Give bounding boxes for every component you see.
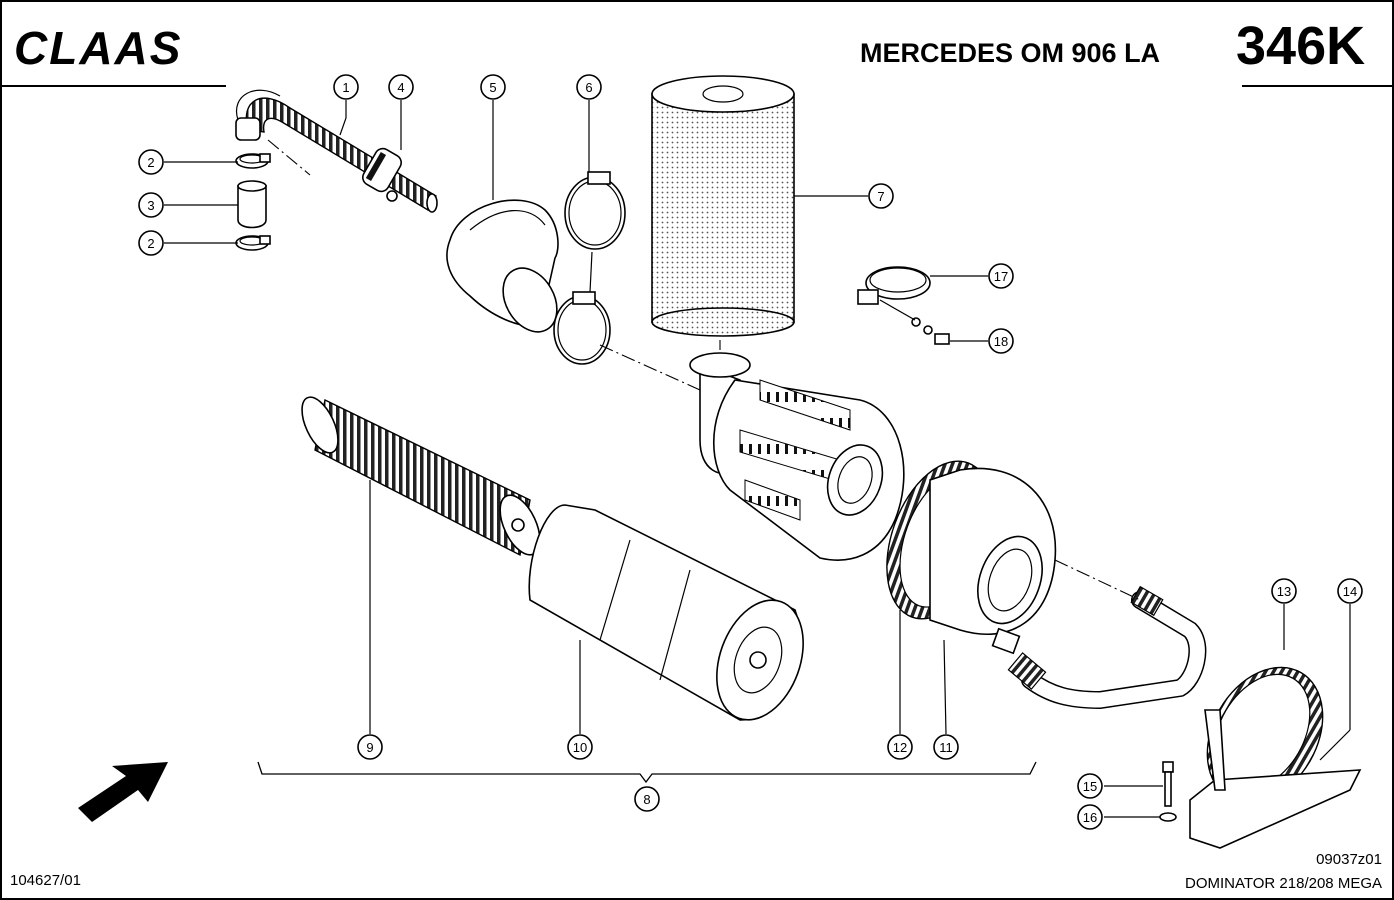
callout-17: 17: [988, 263, 1014, 289]
part-17-strap-clamp: [857, 266, 931, 305]
doc-number: 104627/01: [10, 872, 81, 889]
assembly-line-dust: [1054, 559, 1141, 601]
part-9-safety-element: [301, 396, 541, 557]
part-10-main-element: [528, 504, 804, 721]
assembly-line-hose: [267, 139, 311, 176]
part-4-hose-clamp: [362, 147, 402, 202]
svg-text:9: 9: [366, 740, 373, 755]
model-name: DOMINATOR 218/208 MEGA: [1185, 875, 1382, 892]
svg-text:17: 17: [994, 269, 1008, 284]
callout-2-upper: 2: [138, 149, 164, 175]
callout-13: 13: [1271, 578, 1297, 604]
part-6-clamp-upper: [564, 171, 626, 250]
part-7-precleaner-screen: [651, 75, 795, 337]
callout-16: 16: [1077, 804, 1103, 830]
svg-text:1: 1: [342, 80, 349, 95]
svg-text:16: 16: [1083, 810, 1097, 825]
callout-3: 3: [138, 192, 164, 218]
callout-2-lower: 2: [138, 230, 164, 256]
leader-lines: [164, 100, 1351, 818]
part-13-mounting-strap: [1206, 666, 1324, 804]
svg-text:13: 13: [1277, 584, 1291, 599]
callout-10: 10: [567, 734, 593, 760]
svg-text:7: 7: [877, 189, 884, 204]
arrow-up-right-icon: [78, 762, 168, 822]
callout-6: 6: [576, 74, 602, 100]
callout-1: 1: [333, 74, 359, 100]
part-18-bolt-nut: [911, 317, 950, 345]
assembly-line-bolt: [879, 299, 916, 321]
part-2-clamp-lower: [235, 235, 271, 251]
page-code: 346K: [1236, 16, 1365, 76]
part-15-bolt: [1162, 761, 1174, 807]
part-14-mounting-bracket: [1189, 709, 1362, 849]
callout-9: 9: [357, 734, 383, 760]
part-3-sleeve: [237, 180, 267, 229]
part-2-clamp-upper: [235, 153, 271, 169]
svg-text:6: 6: [585, 80, 592, 95]
svg-text:12: 12: [893, 740, 907, 755]
callout-15: 15: [1077, 773, 1103, 799]
callout-12: 12: [887, 734, 913, 760]
svg-text:4: 4: [397, 80, 404, 95]
callout-11: 11: [933, 734, 959, 760]
callout-14: 14: [1337, 578, 1363, 604]
callout-7: 7: [868, 183, 894, 209]
callout-8: 8: [634, 786, 660, 812]
filter-housing: [689, 352, 905, 561]
svg-text:15: 15: [1083, 779, 1097, 794]
part-6-clamp-lower: [553, 291, 611, 365]
svg-text:10: 10: [573, 740, 587, 755]
callout-5: 5: [480, 74, 506, 100]
svg-text:2: 2: [147, 236, 154, 251]
callout-18: 18: [988, 328, 1014, 354]
dust-discharge-hose: [1007, 585, 1207, 710]
svg-text:14: 14: [1343, 584, 1357, 599]
brand-logo: CLAAS: [14, 22, 182, 74]
group-bracket: [257, 761, 1037, 784]
svg-text:5: 5: [489, 80, 496, 95]
svg-text:11: 11: [939, 740, 953, 755]
svg-text:2: 2: [147, 155, 154, 170]
part-5-rubber-elbow: [446, 199, 559, 333]
callout-4: 4: [388, 74, 414, 100]
part-16-washer: [1159, 812, 1177, 822]
drawing-number: 09037z01: [1316, 851, 1382, 868]
assembly-line-elbow: [599, 344, 701, 391]
svg-text:3: 3: [147, 198, 154, 213]
svg-text:18: 18: [994, 334, 1008, 349]
engine-title: MERCEDES OM 906 LA: [860, 38, 1160, 68]
part-11-filter-cover: [929, 467, 1057, 655]
svg-text:8: 8: [643, 792, 650, 807]
